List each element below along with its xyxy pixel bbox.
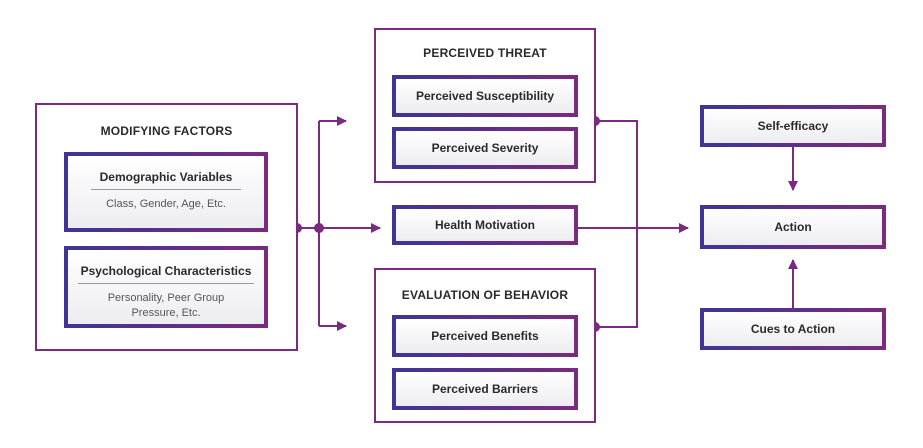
- psychological-characteristics-detail: Personality, Peer Group Pressure, Etc.: [107, 292, 225, 319]
- action-box: Action: [700, 205, 886, 249]
- psychological-characteristics-box: Psychological Characteristics Personalit…: [64, 246, 268, 328]
- self-efficacy-box: Self-efficacy: [700, 105, 886, 147]
- demographic-variables-detail: Class, Gender, Age, Etc.: [106, 198, 226, 210]
- perceived-barriers-box: Perceived Barriers: [392, 368, 578, 410]
- perceived-threat-title: PERCEIVED THREAT: [423, 46, 547, 60]
- cues-to-action-box: Cues to Action: [700, 308, 886, 350]
- demographic-variables-heading: Demographic Variables: [91, 170, 241, 190]
- perceived-severity-box: Perceived Severity: [392, 127, 578, 169]
- perceived-susceptibility-box: Perceived Susceptibility: [392, 75, 578, 117]
- psychological-characteristics-heading: Psychological Characteristics: [78, 264, 254, 284]
- line-threat-to-action: [595, 120, 638, 228]
- demographic-variables-box: Demographic Variables Class, Gender, Age…: [64, 152, 268, 232]
- health-motivation-box: Health Motivation: [392, 205, 578, 245]
- junction-dot-branch: [314, 223, 324, 233]
- perceived-benefits-box: Perceived Benefits: [392, 315, 578, 357]
- modifying-factors-title: MODIFYING FACTORS: [100, 124, 233, 138]
- evaluation-of-behavior-title: EVALUATION OF BEHAVIOR: [401, 288, 569, 302]
- line-evaluation-to-action: [595, 228, 638, 328]
